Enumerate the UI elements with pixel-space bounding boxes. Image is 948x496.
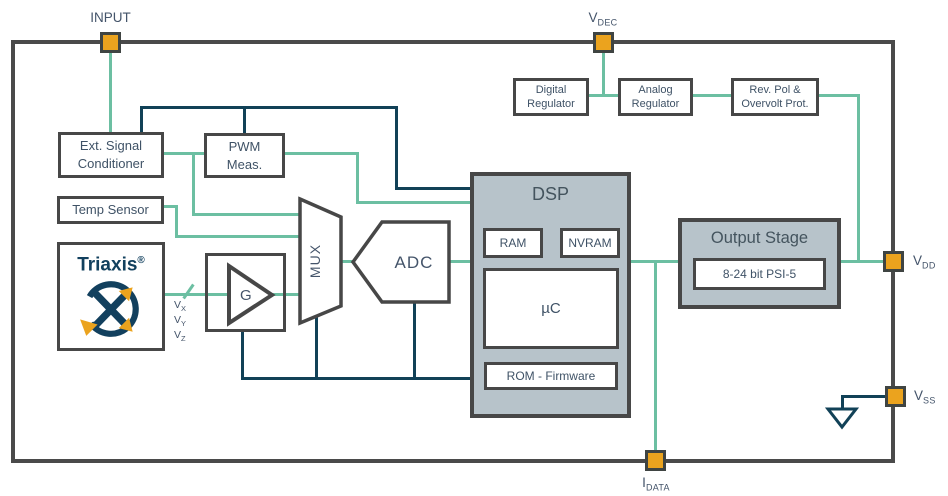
wire-tempsensor-down <box>175 205 178 238</box>
output-stage-title: Output Stage <box>710 229 809 247</box>
analog-regulator-line2: Regulator <box>631 98 680 110</box>
block-digital-regulator: Digital Regulator <box>513 78 589 116</box>
block-mux: MUX <box>296 195 345 327</box>
block-pwm-meas: PWM Meas. <box>204 133 285 178</box>
adc-label: ADC <box>395 253 434 272</box>
block-gain-amplifier <box>205 253 286 332</box>
rev-pol-line2: Overvolt Prot. <box>741 98 809 110</box>
input-pin-label: INPUT <box>90 10 131 25</box>
pwm-meas-line1: PWM <box>228 138 261 154</box>
rom-firmware-label: ROM - Firmware <box>506 369 596 383</box>
dsp-title: DSP <box>531 184 569 204</box>
wire-pwm-to-dsp <box>356 201 472 204</box>
wire-digreg-to-analogreg <box>587 94 619 97</box>
wire-navy-vss-down <box>841 395 844 409</box>
dsp-rom-firmware: ROM - Firmware <box>484 362 618 390</box>
ground-icon <box>825 405 859 431</box>
triaxis-logo-icon <box>80 281 139 338</box>
vdec-pin-label: VDEC <box>588 10 618 28</box>
wire-navy-vss-left <box>842 395 886 398</box>
ext-signal-conditioner-line2: Conditioner <box>77 156 145 171</box>
digital-regulator-line1: Digital <box>535 84 567 96</box>
temp-sensor-label: Temp Sensor <box>72 202 149 217</box>
ext-signal-conditioner-line1: Ext. Signal <box>79 138 143 153</box>
microcontroller-label: µC <box>541 299 561 317</box>
wire-to-idata-pin <box>654 260 657 451</box>
wire-analogreg-to-revpol <box>691 94 733 97</box>
block-adc: ADC <box>350 219 452 305</box>
gain-label: G <box>240 287 252 304</box>
block-temp-sensor: Temp Sensor <box>57 196 164 224</box>
mux-label: MUX <box>307 244 323 278</box>
signal-vx: VX <box>174 299 187 314</box>
wire-navy-adc-down <box>413 302 416 380</box>
wire-tempsensor-out <box>162 205 178 208</box>
nvram-label: NVRAM <box>568 236 612 250</box>
vdec-pin-icon <box>593 32 614 53</box>
wire-revpol-out <box>817 94 860 97</box>
output-stage-protocol: 8-24 bit PSI-5 <box>693 258 826 290</box>
wire-navy-pwm-up <box>243 107 246 135</box>
wire-navy-bottom-bus <box>241 377 472 380</box>
wire-navy-gain-down <box>241 330 244 380</box>
input-pin-icon <box>100 32 121 53</box>
wire-mux-to-adc <box>341 260 354 263</box>
triaxis-brand: Triaxis® <box>77 254 145 276</box>
wire-navy-down-right <box>395 106 398 190</box>
vdd-pin-label: VDD <box>913 253 936 271</box>
psi5-label: 8-24 bit PSI-5 <box>722 267 797 281</box>
vss-pin-label: VSS <box>914 388 936 406</box>
wire-conditioner-branch-down <box>192 154 195 216</box>
wire-input-to-conditioner <box>109 53 112 133</box>
pwm-meas-line2: Meas. <box>226 156 263 172</box>
block-triaxis: Triaxis® <box>57 242 165 351</box>
wire-navy-mux-down <box>315 312 318 380</box>
digital-regulator-line2: Regulator <box>527 98 575 110</box>
vdd-pin-icon <box>883 251 904 272</box>
block-rev-pol-overvolt: Rev. Pol & Overvolt Prot. <box>731 78 819 116</box>
wire-tempsensor-to-mux <box>175 235 302 238</box>
wire-outputstage-to-vdd <box>839 260 885 263</box>
idata-pin-label: IDATA <box>642 475 670 493</box>
rev-pol-line1: Rev. Pol & <box>749 84 801 96</box>
wire-conditioner-to-mux <box>192 213 302 216</box>
dsp-nvram: NVRAM <box>560 228 620 258</box>
analog-regulator-line1: Analog <box>638 84 673 96</box>
dsp-microcontroller: µC <box>483 268 619 349</box>
wire-navy-top-bus <box>140 106 398 109</box>
block-analog-regulator: Analog Regulator <box>618 78 693 116</box>
wire-pwm-down <box>356 152 359 204</box>
wire-navy-into-dsp <box>395 187 472 190</box>
amplifier-triangle-icon: G <box>208 256 283 329</box>
signal-vy: VY <box>174 314 187 329</box>
vss-pin-icon <box>885 386 906 407</box>
wire-conditioner-to-pwm <box>163 152 206 155</box>
ram-label: RAM <box>499 236 527 250</box>
wire-vdec-stub <box>602 52 605 96</box>
wire-revpol-to-vdd <box>857 94 860 263</box>
block-ext-signal-conditioner: Ext. Signal Conditioner <box>58 132 164 178</box>
wire-pwm-out <box>284 152 359 155</box>
signal-vz: VZ <box>174 329 186 344</box>
wire-adc-to-dsp <box>449 260 472 263</box>
idata-pin-icon <box>645 450 666 471</box>
dsp-ram: RAM <box>483 228 543 258</box>
wire-navy-conditioner-up <box>140 107 143 134</box>
